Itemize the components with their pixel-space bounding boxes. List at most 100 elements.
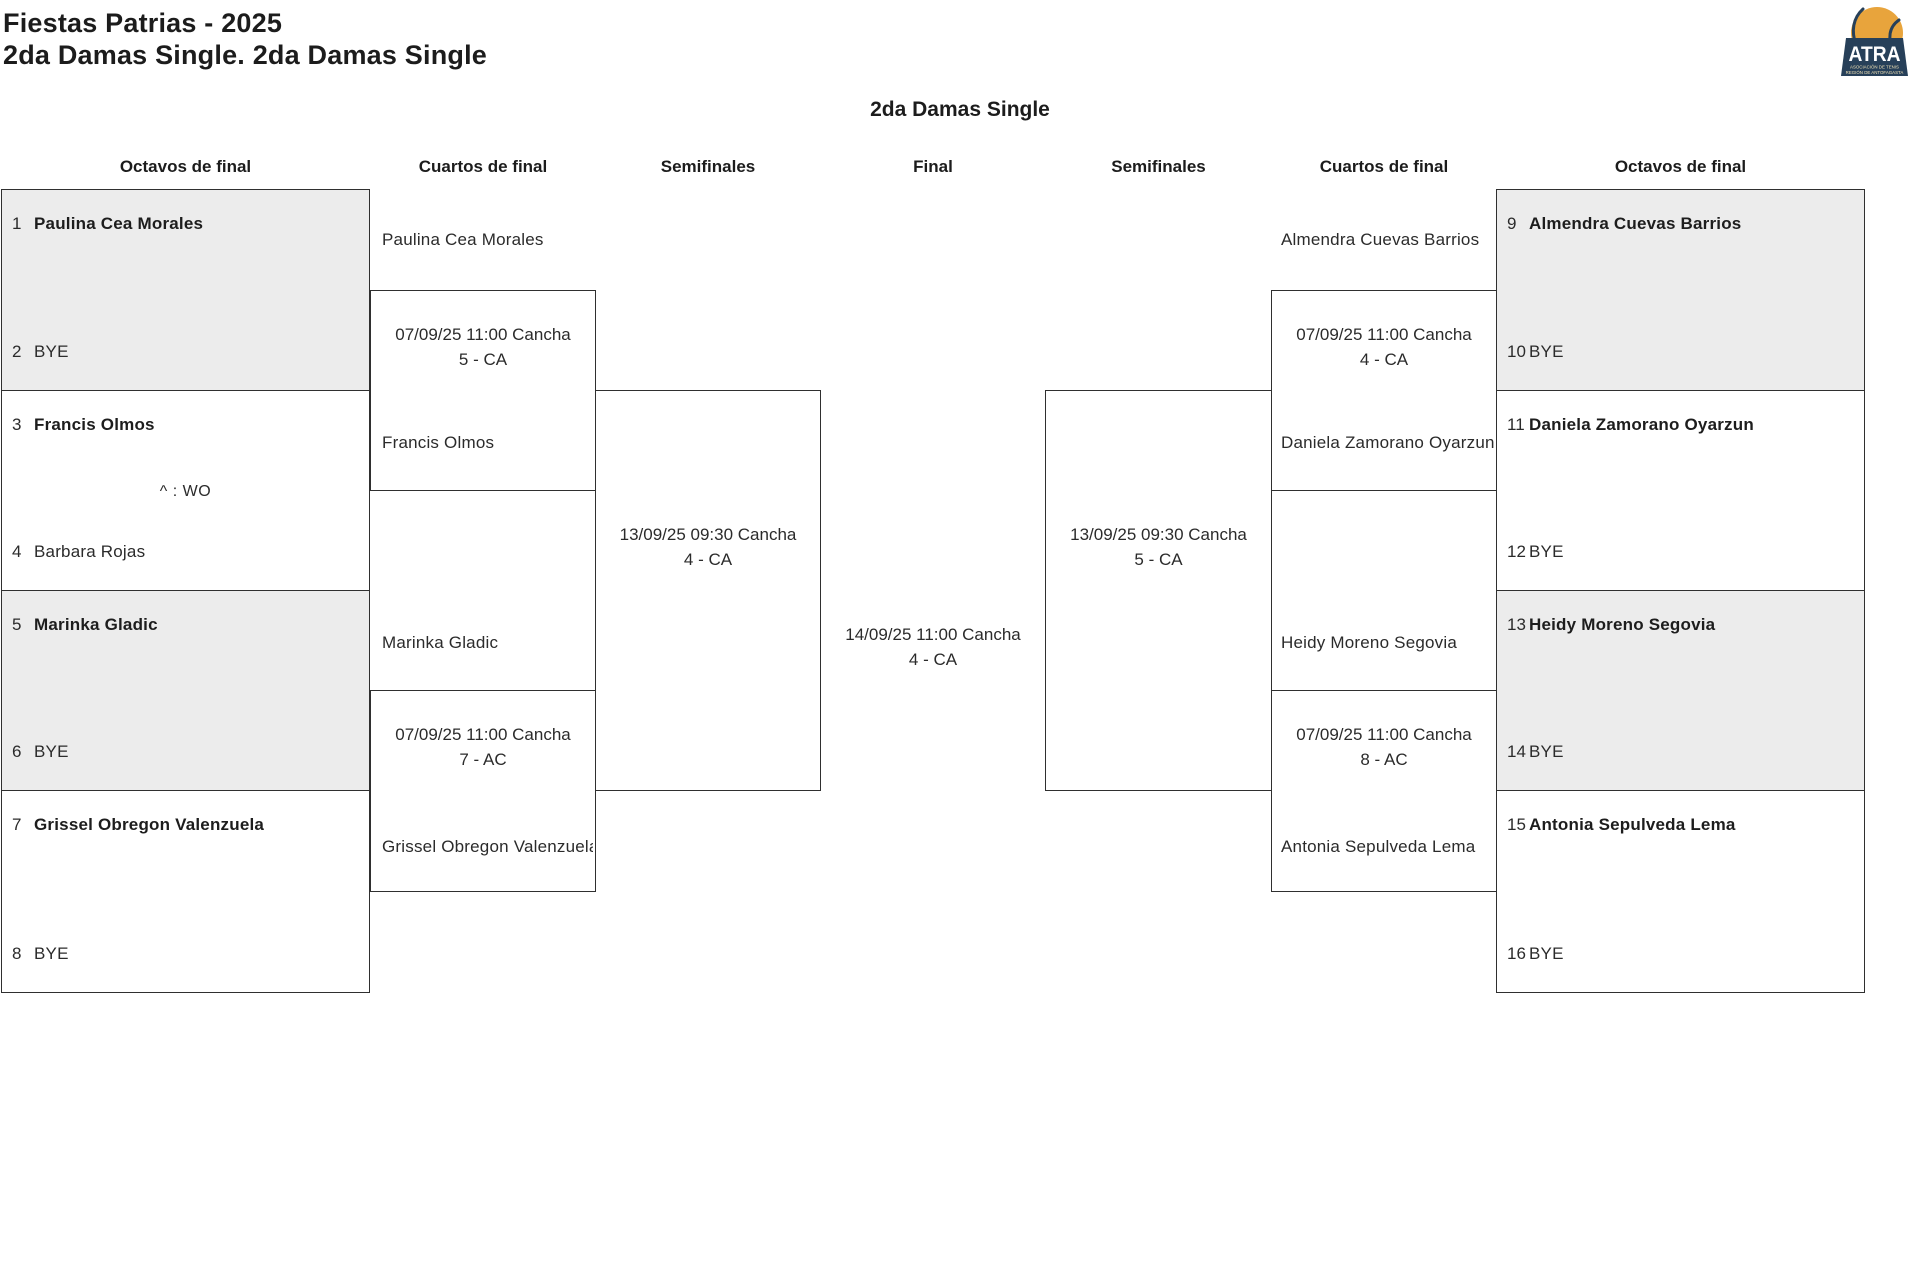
advancing-player-label: Paulina Cea Morales bbox=[382, 230, 544, 249]
bracket-title: 2da Damas Single bbox=[870, 98, 1050, 121]
schedule-line2: 4 - CA bbox=[1359, 350, 1409, 369]
logo-org-line2: REGIÓN DE ANTOFAGASTA bbox=[1846, 70, 1904, 75]
advancing-player-label: Daniela Zamorano Oyarzun bbox=[1281, 433, 1494, 452]
advancing-player-label: Francis Olmos bbox=[382, 433, 495, 452]
seed-number: 13 bbox=[1507, 615, 1526, 634]
round-header-octavos-right: Octavos de final bbox=[1614, 157, 1747, 176]
player-slot: 8 BYE bbox=[12, 944, 364, 964]
player-name: Daniela Zamorano Oyarzun bbox=[1529, 415, 1754, 434]
schedule-line1: 07/09/25 11:00 Cancha bbox=[1296, 725, 1472, 744]
player-name: BYE bbox=[1529, 742, 1564, 761]
schedule-line1: 13/09/25 09:30 Cancha bbox=[1070, 525, 1247, 544]
seed-number: 14 bbox=[1507, 742, 1526, 761]
seed-number: 4 bbox=[12, 542, 22, 561]
player-name: BYE bbox=[34, 342, 69, 361]
player-name: BYE bbox=[1529, 944, 1564, 963]
schedule-line1: 14/09/25 11:00 Cancha bbox=[845, 625, 1021, 644]
player-name: Francis Olmos bbox=[34, 415, 155, 434]
octavos-match-box-4: 7 Grissel Obregon Valenzuela 8 BYE bbox=[1, 790, 370, 993]
quarterfinal-match-box-4: 07/09/25 11:00 Cancha 8 - AC bbox=[1271, 690, 1497, 892]
event-subtitle: 2da Damas Single. 2da Damas Single bbox=[3, 40, 487, 70]
player-slot: 1 Paulina Cea Morales bbox=[12, 214, 364, 234]
final-schedule: 14/09/25 11:00 Cancha 4 - CA bbox=[820, 622, 1046, 672]
seed-number: 10 bbox=[1507, 342, 1526, 361]
logo-acronym: ATRA bbox=[1849, 43, 1901, 66]
round-header-cuartos-left: Cuartos de final bbox=[418, 157, 548, 176]
player-slot: 4 Barbara Rojas bbox=[12, 542, 364, 562]
octavos-match-box-1: 1 Paulina Cea Morales 2 BYE bbox=[1, 189, 370, 391]
player-name: Heidy Moreno Segovia bbox=[1529, 615, 1716, 634]
seed-number: 1 bbox=[12, 214, 22, 233]
semifinal-match-box-left: 13/09/25 09:30 Cancha 4 - CA bbox=[595, 390, 821, 791]
seed-number: 15 bbox=[1507, 815, 1526, 834]
seed-number: 6 bbox=[12, 742, 22, 761]
round-header-semis-right: Semifinales bbox=[1111, 157, 1206, 176]
player-name: BYE bbox=[34, 742, 69, 761]
advancing-player-label: Antonia Sepulveda Lema bbox=[1281, 837, 1476, 856]
player-slot: 9 Almendra Cuevas Barrios bbox=[1507, 214, 1859, 234]
player-name: Grissel Obregon Valenzuela bbox=[34, 815, 265, 834]
schedule-line1: 07/09/25 11:00 Cancha bbox=[395, 325, 571, 344]
seed-number: 7 bbox=[12, 815, 22, 834]
advancing-player-label: Heidy Moreno Segovia bbox=[1281, 633, 1457, 652]
player-slot: 7 Grissel Obregon Valenzuela bbox=[12, 815, 364, 835]
schedule-line2: 8 - AC bbox=[1360, 750, 1408, 769]
schedule-line2: 4 - CA bbox=[683, 550, 733, 569]
atra-logo: ATRA ASOCIACIÓN DE TENIS REGIÓN DE ANTOF… bbox=[1841, 7, 1908, 76]
player-name: Almendra Cuevas Barrios bbox=[1529, 214, 1742, 233]
quarterfinal-match-box-2: 07/09/25 11:00 Cancha 7 - AC bbox=[370, 690, 596, 892]
seed-number: 16 bbox=[1507, 944, 1526, 963]
octavos-match-box-2: 3 Francis Olmos ^ : WO 4 Barbara Rojas bbox=[1, 390, 370, 591]
seed-number: 9 bbox=[1507, 214, 1517, 233]
advancing-player-label: Grissel Obregon Valenzuela bbox=[382, 837, 593, 856]
seed-number: 11 bbox=[1507, 415, 1525, 434]
octavos-match-box-3: 5 Marinka Gladic 6 BYE bbox=[1, 590, 370, 791]
round-header-final: Final bbox=[913, 157, 953, 176]
player-slot: 5 Marinka Gladic bbox=[12, 615, 364, 635]
match-schedule: 07/09/25 11:00 Cancha 8 - AC bbox=[1272, 722, 1496, 772]
advancing-player-label: Almendra Cuevas Barrios bbox=[1281, 230, 1480, 249]
player-name: Barbara Rojas bbox=[34, 542, 146, 561]
player-name: Paulina Cea Morales bbox=[34, 214, 204, 233]
schedule-line1: 07/09/25 11:00 Cancha bbox=[1296, 325, 1472, 344]
advancing-player-label: Marinka Gladic bbox=[382, 633, 499, 652]
seed-number: 5 bbox=[12, 615, 22, 634]
event-title: Fiestas Patrias - 2025 bbox=[3, 8, 283, 38]
player-slot: 6 BYE bbox=[12, 742, 364, 762]
quarterfinal-match-box-3: 07/09/25 11:00 Cancha 4 - CA bbox=[1271, 290, 1497, 491]
seed-number: 8 bbox=[12, 944, 22, 963]
seed-number: 2 bbox=[12, 342, 22, 361]
player-name: Antonia Sepulveda Lema bbox=[1529, 815, 1736, 834]
match-schedule: 07/09/25 11:00 Cancha 5 - CA bbox=[371, 322, 595, 372]
logo-banner bbox=[1841, 38, 1908, 76]
player-name: Marinka Gladic bbox=[34, 615, 158, 634]
schedule-line1: 13/09/25 09:30 Cancha bbox=[619, 525, 797, 544]
player-name: BYE bbox=[1529, 542, 1564, 561]
seed-number: 12 bbox=[1507, 542, 1526, 561]
walkover-note: ^ : WO bbox=[159, 483, 212, 500]
schedule-line2: 4 - CA bbox=[908, 650, 958, 669]
schedule-line2: 5 - CA bbox=[1134, 550, 1183, 569]
round-header-octavos-left: Octavos de final bbox=[119, 157, 252, 176]
round-header-cuartos-right: Cuartos de final bbox=[1319, 157, 1449, 176]
player-slot: 2 BYE bbox=[12, 342, 364, 362]
round-header-semis-left: Semifinales bbox=[660, 157, 756, 176]
match-schedule: 13/09/25 09:30 Cancha 4 - CA bbox=[596, 522, 820, 572]
match-schedule: 07/09/25 11:00 Cancha 7 - AC bbox=[371, 722, 595, 772]
player-slot: 3 Francis Olmos bbox=[12, 415, 364, 435]
match-schedule: 13/09/25 09:30 Cancha 5 - CA bbox=[1046, 522, 1271, 572]
seed-number: 3 bbox=[12, 415, 22, 434]
logo-org-line1: ASOCIACIÓN DE TENIS bbox=[1850, 65, 1899, 70]
player-name: BYE bbox=[34, 944, 69, 963]
